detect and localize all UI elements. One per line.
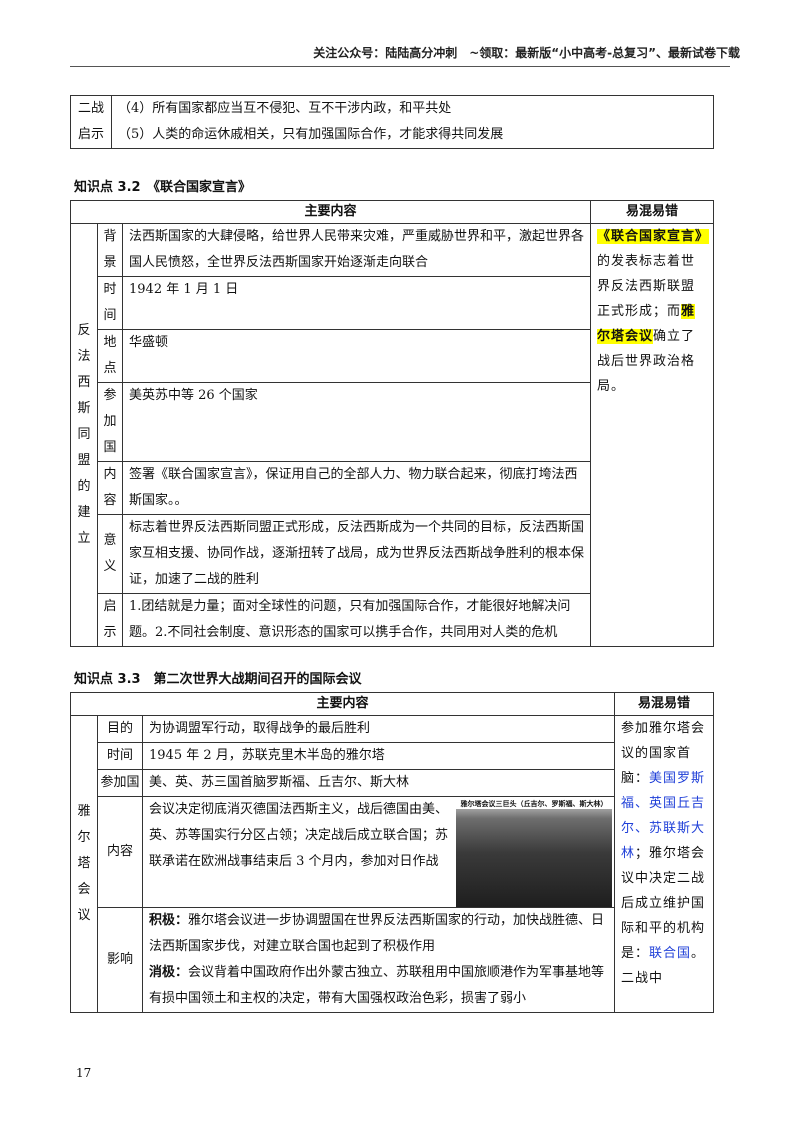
s1-side-label: 反法西斯同盟的建立	[70, 223, 98, 647]
s2-col-mix: 易混易错	[614, 692, 714, 716]
s1-row-label: 意义	[97, 514, 123, 594]
s1-mix-hl1: 《联合国家宣言》	[597, 229, 710, 244]
top-line-1: （4）所有国家都应当互不侵犯、互不干涉内政，和平共处	[118, 101, 452, 116]
s2-row-content: 1945 年 2 月，苏联克里木半岛的雅尔塔	[142, 742, 615, 770]
s2-col-main: 主要内容	[70, 692, 615, 716]
s1-mix-t1: 的发表标志着世界反法西斯联盟正式形成；而	[597, 254, 696, 319]
s2-content-text: 会议决定彻底消灭德国法西斯主义，战后德国由美、英、苏等国实行分区占领；决定战后成…	[149, 802, 449, 869]
s1-row-content: 标志着世界反法西斯同盟正式形成，反法西斯成为一个共同的目标，反法西斯国家互相支援…	[122, 514, 591, 594]
s1-row-label: 参加国	[97, 382, 123, 462]
photo-caption: 雅尔塔会议三巨头（丘吉尔、罗斯福、斯大林）	[456, 799, 612, 809]
yalta-photo: 雅尔塔会议三巨头（丘吉尔、罗斯福、斯大林）	[456, 799, 612, 907]
s2-row-label: 影响	[97, 907, 143, 1013]
s2-row-label: 时间	[97, 742, 143, 770]
s1-row-content: 法西斯国家的大肆侵略，给世界人民带来灾难，严重威胁世界和平，激起世界各国人民愤怒…	[122, 223, 591, 277]
s2-mix-b2: 联合国	[649, 946, 692, 961]
s2-mix-b1: 美国罗斯福、英国丘吉尔、苏联斯大林	[621, 771, 706, 861]
s2-mix-cell: 参加雅尔塔会议的国家首脑：美国罗斯福、英国丘吉尔、苏联斯大林；雅尔塔会议中决定二…	[614, 715, 714, 1013]
section1-table: 主要内容 易混易错 反法西斯同盟的建立 背景 法西斯国家的大肆侵略，给世界人民带…	[70, 200, 714, 647]
s1-row-content: 美英苏中等 26 个国家	[122, 382, 591, 462]
s2-row-label: 目的	[97, 715, 143, 743]
section1-title: 知识点 3.2 《联合国家宣言》	[74, 180, 252, 195]
s1-row-label: 内容	[97, 461, 123, 515]
s1-row-content: 1.团结就是力量；面对全球性的问题，只有加强国际合作，才能很好地解决问题。2.不…	[122, 593, 591, 647]
s1-mix-cell: 《联合国家宣言》的发表标志着世界反法西斯联盟正式形成；而雅尔塔会议确立了战后世界…	[590, 223, 714, 647]
top-line-2: （5）人类的命运休戚相关，只有加强国际合作，才能求得共同发展	[118, 127, 504, 142]
s1-col-main: 主要内容	[70, 200, 591, 224]
top-table: 二战启示 （4）所有国家都应当互不侵犯、互不干涉内政，和平共处 （5）人类的命运…	[70, 95, 714, 149]
impact-pos-text: 雅尔塔会议进一步协调盟国在世界反法西斯国家的行动，加快战胜德、日法西斯国家步伐，…	[149, 913, 605, 954]
s2-row-label: 参加国	[97, 769, 143, 797]
s1-row-label: 背景	[97, 223, 123, 277]
impact-pos-keyword: 积极：	[149, 913, 189, 928]
top-table-content: （4）所有国家都应当互不侵犯、互不干涉内政，和平共处 （5）人类的命运休戚相关，…	[111, 95, 714, 149]
header-rule	[70, 66, 730, 67]
s1-row-content: 签署《联合国家宣言》，保证用自己的全部人力、物力联合起来，彻底打垮法西斯国家。。	[122, 461, 591, 515]
s2-row-content: 美、英、苏三国首脑罗斯福、丘吉尔、斯大林	[142, 769, 615, 797]
s1-row-label: 地点	[97, 329, 123, 383]
page-number: 17	[76, 1066, 92, 1080]
s2-side-label: 雅尔塔会议	[70, 715, 98, 1013]
s1-row-content: 1942 年 1 月 1 日	[122, 276, 591, 330]
s1-row-label: 启示	[97, 593, 123, 647]
s2-mix-t3: 。二战中	[621, 946, 706, 986]
impact-neg-keyword: 消极：	[149, 965, 189, 980]
s2-mix-t2: ；雅尔塔会议中决定二战后成立维护国际和平的机构是：	[621, 846, 706, 961]
s2-row-content: 雅尔塔会议三巨头（丘吉尔、罗斯福、斯大林） 会议决定彻底消灭德国法西斯主义，战后…	[142, 796, 615, 908]
section2-title: 知识点 3.3 第二次世界大战期间召开的国际会议	[74, 672, 362, 687]
s2-row-label: 内容	[97, 796, 143, 908]
s2-row-content: 为协调盟军行动，取得战争的最后胜利	[142, 715, 615, 743]
s1-row-label: 时间	[97, 276, 123, 330]
impact-neg-text: 会议背着中国政府作出外蒙古独立、苏联租用中国旅顺港作为军事基地等有损中国领土和主…	[149, 965, 605, 1006]
section2-table: 主要内容 易混易错 雅尔塔会议 目的 为协调盟军行动，取得战争的最后胜利 参加雅…	[70, 692, 714, 1013]
s1-col-mix: 易混易错	[590, 200, 714, 224]
s1-mix-t2: 确立了战后世界政治格局。	[597, 329, 696, 394]
s2-impact-content: 积极：雅尔塔会议进一步协调盟国在世界反法西斯国家的行动，加快战胜德、日法西斯国家…	[142, 907, 615, 1013]
page-header: 关注公众号：陆陆高分冲刺 ~领取：最新版“小中高考-总复习”、最新试卷下载	[313, 46, 740, 60]
s1-row-content: 华盛顿	[122, 329, 591, 383]
s2-mix-t1: 参加雅尔塔会议的国家首脑：	[621, 721, 706, 786]
top-table-label: 二战启示	[70, 95, 112, 149]
